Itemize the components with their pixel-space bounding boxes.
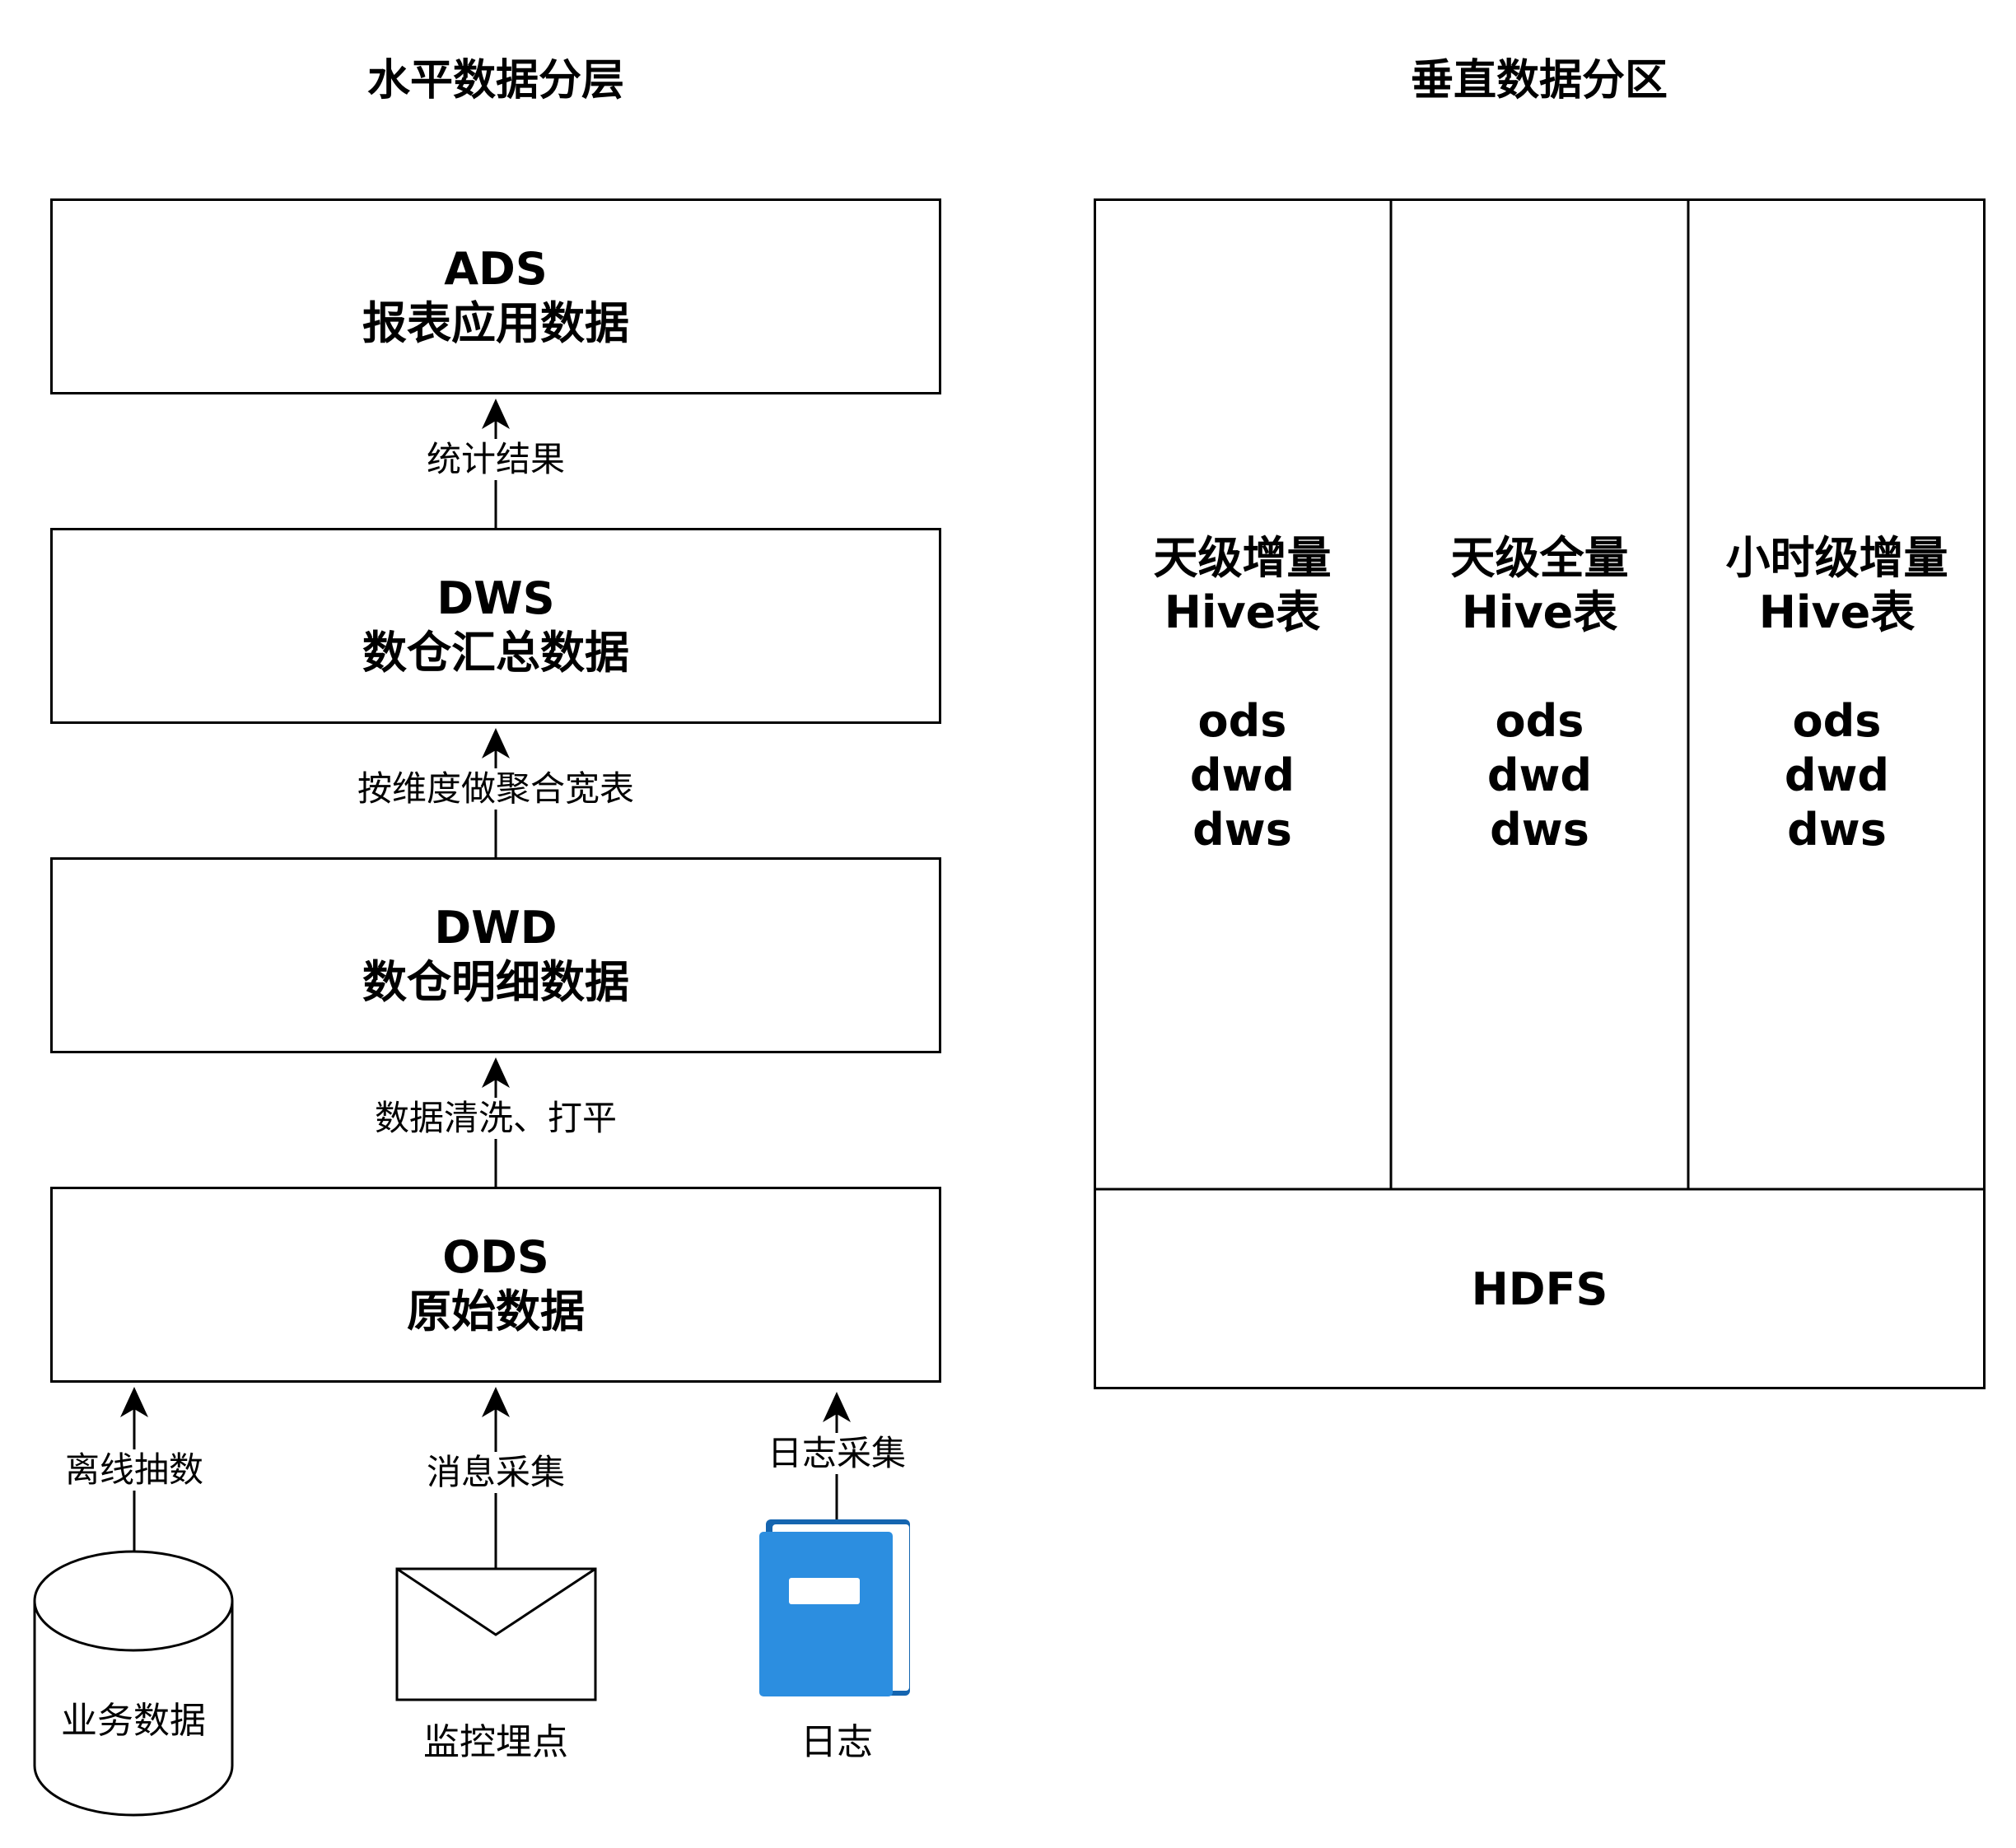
- layer-ads: ADS 报表应用数据: [50, 198, 941, 394]
- layer-desc: 报表应用数据: [362, 297, 629, 349]
- partition-level: dwd: [1189, 749, 1295, 801]
- layer-dws: DWS 数仓汇总数据: [50, 528, 941, 724]
- partition-type: Hive表: [1164, 586, 1321, 638]
- partition-name: 天级全量: [1450, 531, 1629, 584]
- partition-level: ods: [1197, 694, 1287, 747]
- edge-label-offline-extract: 离线抽数: [63, 1449, 206, 1491]
- edge-label-cleanse: 数据清洗、打平: [372, 1098, 619, 1139]
- partition-level: dwd: [1784, 749, 1890, 801]
- arrowhead-ods-3: [823, 1392, 851, 1422]
- partition-type: Hive表: [1461, 586, 1618, 638]
- layer-code: ODS: [442, 1231, 549, 1283]
- partition-name: 小时级增量: [1725, 531, 1948, 584]
- storage-hdfs: HDFS: [1471, 1263, 1608, 1315]
- source-label-monitoring: 监控埋点: [423, 1721, 568, 1763]
- edge-label-stats: 统计结果: [424, 439, 567, 480]
- layer-desc: 原始数据: [407, 1286, 585, 1337]
- layer-code: DWS: [436, 572, 555, 624]
- right-section-title: 垂直数据分区: [1410, 56, 1668, 105]
- partition-level: dws: [1192, 803, 1292, 856]
- partition-type: Hive表: [1758, 586, 1916, 638]
- envelope-icon: [395, 1567, 597, 1701]
- arrowhead-ods-2: [482, 1387, 510, 1417]
- arrowhead-ods-1: [120, 1387, 148, 1417]
- partition-hourly-incremental: 小时级增量 Hive表 ods dwd dws: [1688, 198, 1986, 1189]
- partition-level: dws: [1490, 803, 1589, 856]
- layer-code: ADS: [444, 243, 548, 295]
- layer-desc: 数仓明细数据: [362, 956, 629, 1008]
- partition-panel: [1094, 198, 1986, 1389]
- left-section-title: 水平数据分层: [366, 56, 624, 105]
- arrowhead-dws: [482, 728, 510, 758]
- layer-code: DWD: [434, 902, 558, 954]
- layer-ods: ODS 原始数据: [50, 1187, 941, 1383]
- layer-dwd: DWD 数仓明细数据: [50, 857, 941, 1053]
- arrowhead-dwd: [482, 1057, 510, 1088]
- partition-level: ods: [1792, 694, 1882, 747]
- database-cylinder-icon: [33, 1550, 234, 1817]
- source-label-log: 日志: [800, 1721, 873, 1763]
- partition-level: ods: [1495, 694, 1584, 747]
- edge-label-log-collect: 日志采集: [765, 1433, 908, 1474]
- layer-desc: 数仓汇总数据: [362, 627, 629, 679]
- edge-label-message-collect: 消息采集: [424, 1452, 567, 1493]
- arrowhead-ads: [482, 399, 510, 429]
- source-label-business-data: 业务数据: [61, 1700, 206, 1742]
- edge-label-aggregate: 按维度做聚合宽表: [355, 768, 637, 810]
- book-icon: [759, 1519, 910, 1696]
- partition-level: dws: [1787, 803, 1887, 856]
- partition-daily-incremental: 天级增量 Hive表 ods dwd dws: [1094, 198, 1391, 1189]
- partition-daily-full: 天级全量 Hive表 ods dwd dws: [1391, 198, 1688, 1189]
- partition-level: dwd: [1486, 749, 1593, 801]
- partition-name: 天级增量: [1153, 531, 1332, 584]
